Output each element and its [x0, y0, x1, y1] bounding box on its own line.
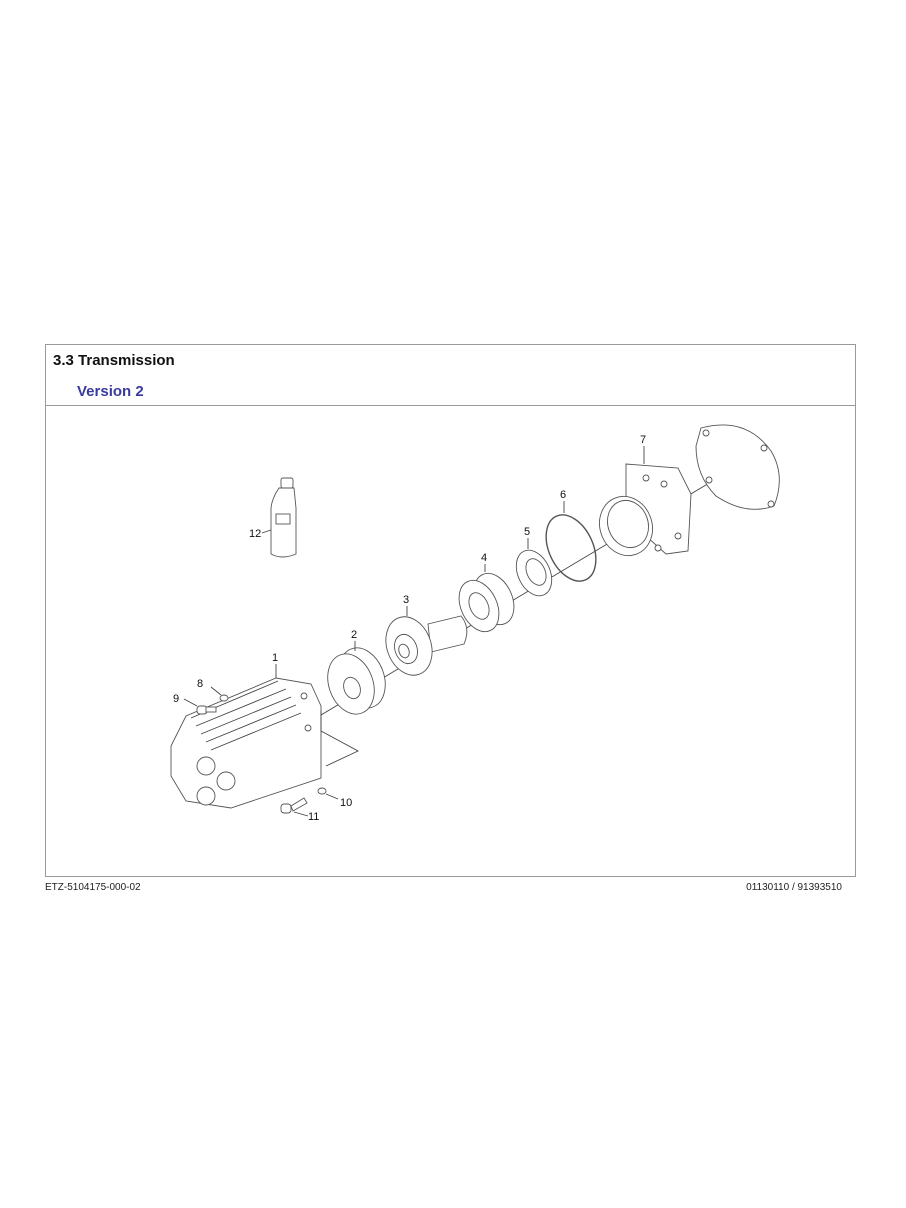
- section-header: 3.3 Transmission Version 2: [46, 345, 855, 406]
- part-9-screw: [196, 705, 217, 715]
- part-numbers: 01130110 / 91393510: [746, 882, 842, 893]
- part-11-screw: [280, 797, 308, 814]
- part-4-bearing: [458, 572, 515, 633]
- part-3-shaft: [385, 615, 468, 676]
- section-title: 3.3 Transmission: [53, 352, 175, 369]
- part-8-washer: [219, 694, 229, 702]
- document-id: ETZ-5104175-000-02: [45, 882, 141, 893]
- part-2-pulley: [327, 647, 386, 715]
- part-12-oil-bottle: [270, 477, 297, 558]
- part-10-washer: [317, 787, 327, 795]
- part-label-8: 8: [197, 678, 203, 690]
- part-label-7: 7: [640, 434, 646, 446]
- version-label: Version 2: [77, 383, 144, 400]
- part-label-2: 2: [351, 629, 357, 641]
- part-1-housing: [170, 677, 322, 809]
- part-label-4: 4: [481, 552, 487, 564]
- part-label-9: 9: [173, 693, 179, 705]
- part-label-12: 12: [249, 528, 261, 540]
- exploded-diagram: 12 7 6: [46, 406, 855, 877]
- parts-frame: 3.3 Transmission Version 2 12: [45, 344, 856, 877]
- part-label-1: 1: [272, 652, 278, 664]
- part-7-flange: [599, 424, 780, 557]
- part-5-seal: [515, 549, 553, 597]
- part-label-3: 3: [403, 594, 409, 606]
- part-label-10: 10: [340, 797, 352, 809]
- part-6-o-ring: [545, 514, 597, 582]
- part-label-11: 11: [308, 811, 319, 823]
- part-label-5: 5: [524, 526, 530, 538]
- part-label-6: 6: [560, 489, 566, 501]
